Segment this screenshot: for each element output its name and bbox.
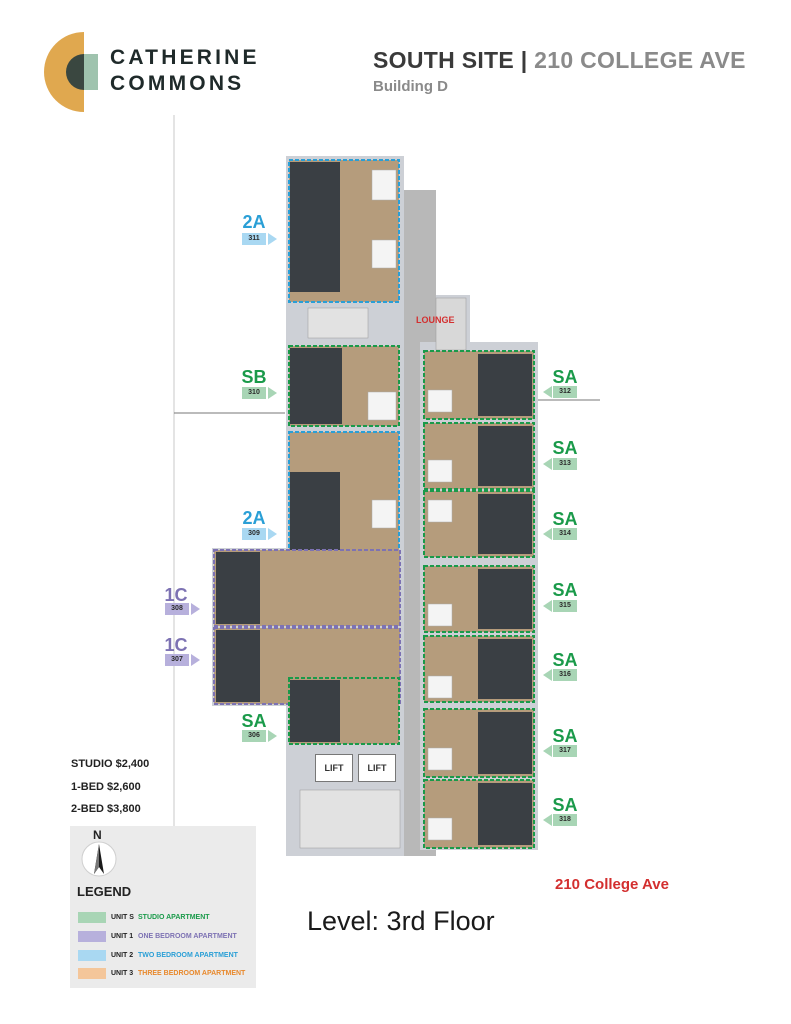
legend-description: TWO BEDROOM APARTMENT — [138, 952, 238, 959]
unit-315[interactable] — [423, 565, 535, 633]
arrow-right-icon — [268, 528, 277, 540]
price-2bed: 2-BED $3,800 — [71, 803, 141, 815]
level-label: Level: 3rd Floor — [307, 906, 495, 936]
unit-number-tag[interactable]: 311 — [242, 233, 266, 245]
lounge-label: LOUNGE — [416, 315, 455, 325]
unit-316[interactable] — [423, 635, 535, 703]
unit-313[interactable] — [423, 422, 535, 490]
brand-name-line2: COMMONS — [110, 72, 245, 95]
unit-308[interactable] — [213, 549, 401, 627]
unit-type-label: 2A — [242, 212, 266, 232]
arrow-left-icon — [543, 600, 552, 612]
unit-type-label: SA — [552, 650, 578, 670]
unit-type-label: SA — [552, 726, 578, 746]
lift-1: LIFT — [315, 754, 353, 782]
compass-north-icon — [81, 841, 117, 877]
site-name: SOUTH SITE — [373, 47, 515, 73]
unit-number-tag[interactable]: 318 — [553, 814, 577, 826]
title-separator: | — [520, 47, 528, 73]
site-address: 210 COLLEGE AVE — [534, 47, 746, 73]
unit-type-label: SA — [552, 367, 578, 387]
arrow-left-icon — [543, 669, 552, 681]
price-studio: STUDIO $2,400 — [71, 758, 150, 770]
arrow-left-icon — [543, 528, 552, 540]
lift-2: LIFT — [358, 754, 396, 782]
unit-number-tag[interactable]: 309 — [242, 528, 266, 540]
arrow-left-icon — [543, 745, 552, 757]
legend-unit-label: UNIT 2 — [111, 952, 134, 959]
unit-number-tag[interactable]: 306 — [242, 730, 266, 742]
page-title: SOUTH SITE | 210 COLLEGE AVE — [373, 47, 746, 74]
unit-type-label: 2A — [242, 508, 266, 528]
north-label: N — [93, 828, 102, 842]
unit-type-label: SB — [241, 367, 267, 387]
arrow-right-icon — [268, 730, 277, 742]
legend-unit-label: UNIT S — [111, 914, 134, 921]
unit-number-tag[interactable]: 307 — [165, 654, 189, 666]
legend-description: THREE BEDROOM APARTMENT — [138, 970, 246, 977]
unit-type-label: SA — [552, 509, 578, 529]
unit-number-tag[interactable]: 308 — [165, 603, 189, 615]
legend-swatch-two-bed — [78, 950, 106, 961]
unit-318[interactable] — [423, 779, 535, 849]
legend-unit-label: UNIT 1 — [111, 933, 134, 940]
arrow-right-icon — [268, 233, 277, 245]
building-name: Building D — [373, 78, 448, 95]
unit-type-label: 1C — [164, 635, 188, 655]
legend-description: STUDIO APARTMENT — [138, 914, 210, 921]
unit-317[interactable] — [423, 708, 535, 778]
street-label: 210 College Ave — [555, 876, 669, 893]
legend-unit-label: UNIT 3 — [111, 970, 134, 977]
legend-swatch-three-bed — [78, 968, 106, 979]
arrow-left-icon — [543, 458, 552, 470]
unit-type-label: SA — [241, 711, 267, 731]
unit-type-label: SA — [552, 438, 578, 458]
arrow-left-icon — [543, 386, 552, 398]
unit-number-tag[interactable]: 312 — [553, 386, 577, 398]
brand-name-line1: CATHERINE — [110, 46, 260, 69]
arrow-right-icon — [268, 387, 277, 399]
legend-title: LEGEND — [77, 884, 132, 899]
unit-306[interactable] — [288, 677, 400, 745]
legend-swatch-studio — [78, 912, 106, 923]
unit-number-tag[interactable]: 316 — [553, 669, 577, 681]
arrow-left-icon — [543, 814, 552, 826]
unit-number-tag[interactable]: 313 — [553, 458, 577, 470]
price-1bed: 1-BED $2,600 — [71, 781, 141, 793]
unit-number-tag[interactable]: 310 — [242, 387, 266, 399]
arrow-right-icon — [191, 603, 200, 615]
unit-number-tag[interactable]: 317 — [553, 745, 577, 757]
unit-type-label: 1C — [164, 585, 188, 605]
unit-312[interactable] — [423, 350, 535, 420]
legend-description: ONE BEDROOM APARTMENT — [138, 933, 237, 940]
catherine-commons-logo — [44, 32, 98, 112]
arrow-right-icon — [191, 654, 200, 666]
unit-type-label: SA — [552, 580, 578, 600]
unit-type-label: SA — [552, 795, 578, 815]
legend-swatch-one-bed — [78, 931, 106, 942]
unit-314[interactable] — [423, 490, 535, 558]
unit-number-tag[interactable]: 315 — [553, 600, 577, 612]
unit-number-tag[interactable]: 314 — [553, 528, 577, 540]
